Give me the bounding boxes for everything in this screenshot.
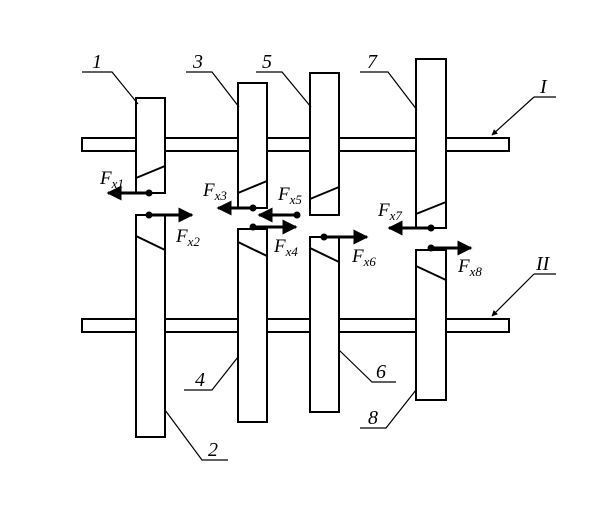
gear-4 [237, 228, 268, 423]
helix-line-gear-3 [237, 180, 268, 194]
helix-line-gear-4 [237, 241, 268, 257]
shaft-I-pointer-arrow [491, 96, 535, 136]
gear-label-4: 4 [195, 369, 205, 391]
force-label-x4: Fx4 [273, 236, 298, 259]
shaft-label-I: I [539, 76, 548, 98]
gear-5 [309, 72, 340, 216]
force-arrow-x7 [387, 220, 435, 236]
gear-7 [415, 58, 447, 229]
force-arrow-x1 [106, 185, 153, 201]
helix-line-gear-6 [309, 247, 340, 263]
force-arrow-x8 [427, 240, 473, 256]
leader-line-gear-4 [184, 356, 239, 391]
gear-label-2: 2 [208, 439, 218, 461]
force-label-x3: Fx3 [202, 180, 227, 203]
force-label-x8: Fx8 [457, 256, 482, 279]
leader-line-gear-6 [338, 349, 396, 383]
shaft-II-pointer-arrow [491, 273, 535, 317]
gear-3 [237, 82, 268, 209]
gear-label-8: 8 [368, 407, 378, 429]
shaft-I [81, 137, 510, 152]
force-label-x6: Fx6 [351, 246, 376, 269]
force-label-x1: Fx1 [99, 168, 124, 191]
helix-line-gear-5 [309, 186, 340, 200]
force-arrow-x4 [249, 219, 298, 235]
leader-line-gear-3 [186, 71, 240, 108]
helix-line-gear-8 [415, 265, 447, 281]
leader-line-gear-1 [82, 71, 139, 105]
shaft-label-II: II [535, 253, 551, 275]
force-label-x7: Fx7 [377, 200, 402, 223]
helix-line-gear-1 [135, 165, 166, 179]
force-arrow-x6 [320, 229, 369, 245]
gear-6 [309, 236, 340, 413]
gear-8 [415, 249, 447, 401]
gear-label-3: 3 [192, 51, 203, 73]
gear-2 [135, 214, 166, 438]
helix-line-gear-7 [415, 201, 447, 215]
leader-line-gear-2 [164, 409, 228, 461]
force-arrow-x2 [145, 207, 194, 223]
leader-line-gear-7 [360, 71, 418, 111]
gear-label-1: 1 [92, 51, 102, 73]
force-label-x5: Fx5 [277, 184, 302, 207]
leader-line-gear-5 [256, 71, 312, 108]
gear-label-7: 7 [367, 51, 378, 73]
force-arrow-x3 [216, 200, 257, 216]
leader-line-gear-8 [360, 389, 417, 429]
gear-label-5: 5 [262, 51, 272, 73]
helix-line-gear-2 [135, 235, 166, 251]
gear-label-6: 6 [376, 361, 386, 383]
force-arrow-x5 [257, 207, 301, 223]
gear-1 [135, 97, 166, 194]
shaft-II [81, 318, 510, 333]
force-label-x2: Fx2 [175, 226, 200, 249]
